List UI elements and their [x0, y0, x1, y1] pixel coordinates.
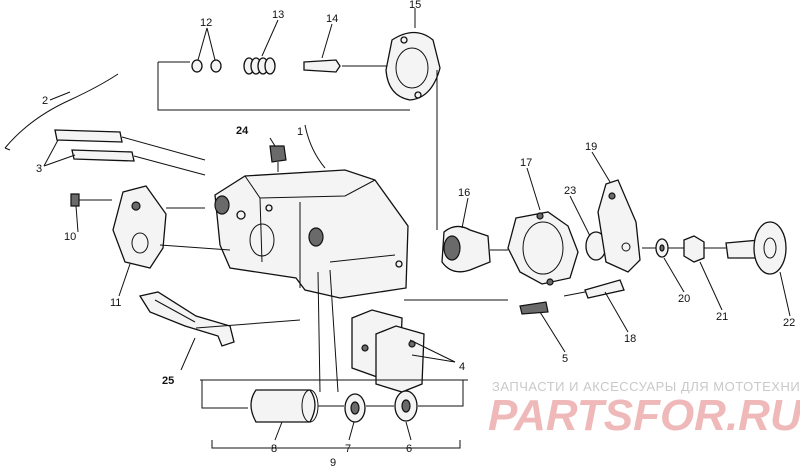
part-9-bracket	[211, 440, 461, 449]
callout-21: 21	[716, 311, 728, 323]
callout-6: 6	[406, 443, 412, 455]
watermark-tagline: ЗАПЧАСТИ И АКСЕССУАРЫ ДЛЯ МОТОТЕХНИКИ	[492, 379, 800, 394]
callout-24: 24	[236, 125, 249, 137]
part-4-brake-pads	[351, 309, 425, 393]
part-7-seal	[344, 393, 366, 423]
callout-20: 20	[678, 293, 690, 305]
callout-7: 7	[345, 443, 351, 455]
part-8-piston	[250, 389, 319, 423]
callout-3: 3	[36, 163, 42, 175]
part-13-spring	[243, 57, 276, 75]
part-17-housing	[507, 211, 579, 286]
callout-11: 11	[110, 297, 121, 309]
part-10-bolt	[70, 193, 112, 207]
callout-16: 16	[458, 187, 470, 199]
part-15-gasket	[385, 31, 441, 101]
part-14-piston	[303, 59, 341, 73]
callout-23: 23	[564, 185, 576, 197]
part-19-lever	[597, 179, 641, 273]
callout-18: 18	[624, 333, 636, 345]
part-11-plate	[112, 185, 231, 269]
part-3-pins	[54, 129, 206, 176]
callout-5: 5	[562, 353, 568, 365]
part-18-bolt	[563, 279, 625, 299]
part-16-boot	[441, 225, 491, 273]
part-2-bracket	[4, 73, 119, 149]
callout-10: 10	[64, 231, 76, 243]
callout-15: 15	[409, 0, 421, 11]
part-1-caliper-body	[214, 169, 409, 299]
callout-4: 4	[459, 361, 465, 373]
part-24-bleeder	[269, 145, 287, 172]
callout-22: 22	[783, 317, 795, 329]
callout-19: 19	[585, 141, 597, 153]
callout-14: 14	[326, 13, 338, 25]
part-6-seal	[394, 390, 418, 422]
callout-1: 1	[297, 126, 303, 138]
part-21-nut	[683, 235, 705, 263]
callout-12: 12	[200, 17, 212, 29]
watermark-logo: PARTSFOR.RU	[488, 391, 800, 440]
part-22-adjuster	[725, 221, 787, 275]
callout-17: 17	[520, 157, 532, 169]
part-25-clip	[138, 291, 301, 347]
part-20-washer	[655, 238, 669, 258]
part-12-o-rings	[191, 59, 222, 73]
callout-13: 13	[272, 9, 284, 21]
callout-9: 9	[330, 457, 336, 469]
callout-25: 25	[162, 375, 174, 387]
callout-2: 2	[42, 95, 48, 107]
callout-8: 8	[271, 443, 277, 455]
part-5-screw	[519, 301, 549, 315]
